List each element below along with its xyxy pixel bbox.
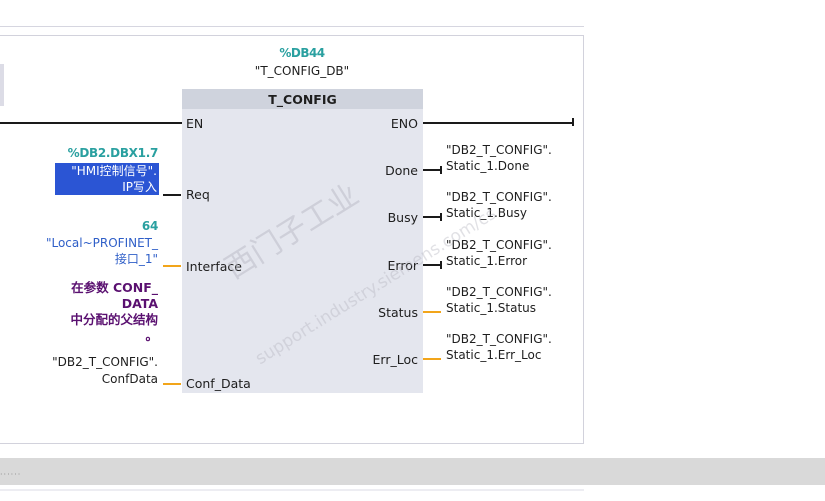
instance-db-name[interactable]: "T_CONFIG_DB"	[254, 64, 350, 78]
interface-operand-value[interactable]: 64	[141, 219, 158, 233]
pin-conf-data[interactable]: Conf_Data	[186, 376, 251, 391]
req-operand-address[interactable]: %DB2.DBX1.7	[67, 146, 159, 160]
conf-data-comment-line2: DATA	[121, 296, 158, 311]
wire-conf-data	[163, 383, 181, 385]
wire-done	[423, 169, 441, 171]
pin-req[interactable]: Req	[186, 187, 210, 202]
conf-data-comment-line4: 。	[145, 328, 158, 343]
busy-operand-line2: Static_1.Busy	[446, 206, 527, 220]
pin-status[interactable]: Status	[378, 305, 418, 320]
done-operand-line1: "DB2_T_CONFIG".	[446, 143, 552, 157]
req-operand-line1: "HMI控制信号".	[55, 163, 159, 179]
top-divider	[0, 26, 584, 27]
conf-data-operand-line1: "DB2_T_CONFIG".	[52, 355, 158, 369]
conf-data-comment: 在参数 CONF_ DATA 中分配的父结构 。	[10, 280, 158, 344]
conf-data-comment-line1: 在参数 CONF_	[71, 280, 158, 295]
function-block-t-config[interactable]	[182, 89, 423, 393]
separator-dots: ······	[0, 470, 22, 479]
pin-interface[interactable]: Interface	[186, 259, 242, 274]
left-rail-segment	[0, 64, 4, 106]
wire-err-loc	[423, 358, 441, 360]
status-operand-line2: Static_1.Status	[446, 301, 536, 315]
conf-data-comment-line3: 中分配的父结构	[70, 312, 158, 327]
pin-error[interactable]: Error	[387, 258, 418, 273]
err-loc-operand-line1: "DB2_T_CONFIG".	[446, 332, 552, 346]
error-operand-line1: "DB2_T_CONFIG".	[446, 238, 552, 252]
done-operand-line2: Static_1.Done	[446, 159, 530, 173]
req-operand[interactable]: "HMI控制信号". IP写入	[55, 163, 159, 195]
wire-error-terminator	[440, 261, 442, 269]
bottom-divider	[0, 489, 584, 491]
wire-status	[423, 311, 441, 313]
conf-data-operand-line2: ConfData	[101, 372, 158, 386]
done-operand[interactable]: "DB2_T_CONFIG". Static_1.Done	[446, 142, 552, 174]
status-operand-line1: "DB2_T_CONFIG".	[446, 285, 552, 299]
pin-busy[interactable]: Busy	[387, 210, 418, 225]
conf-data-operand[interactable]: "DB2_T_CONFIG". ConfData	[10, 355, 158, 386]
pin-en[interactable]: EN	[186, 116, 204, 131]
interface-operand[interactable]: "Local~PROFINET_ 接口_1"	[10, 236, 158, 266]
wire-error	[423, 264, 441, 266]
pin-err-loc[interactable]: Err_Loc	[372, 352, 418, 367]
wire-busy-terminator	[440, 213, 442, 221]
busy-operand[interactable]: "DB2_T_CONFIG". Static_1.Busy	[446, 189, 552, 221]
wire-interface	[163, 265, 181, 267]
wire-eno-terminator	[572, 118, 574, 126]
wire-done-terminator	[440, 166, 442, 174]
network-separator-bar[interactable]	[0, 458, 825, 485]
interface-operand-line1: "Local~PROFINET_	[45, 236, 158, 250]
function-block-title: T_CONFIG	[182, 89, 423, 109]
wire-eno	[423, 122, 573, 124]
err-loc-operand-line2: Static_1.Err_Loc	[446, 348, 542, 362]
error-operand-line2: Static_1.Error	[446, 254, 528, 268]
pin-eno[interactable]: ENO	[390, 116, 418, 131]
wire-busy	[423, 216, 441, 218]
power-rail-wire	[0, 122, 182, 124]
busy-operand-line1: "DB2_T_CONFIG".	[446, 190, 552, 204]
pin-done[interactable]: Done	[385, 163, 418, 178]
status-operand[interactable]: "DB2_T_CONFIG". Static_1.Status	[446, 284, 552, 316]
error-operand[interactable]: "DB2_T_CONFIG". Static_1.Error	[446, 237, 552, 269]
interface-operand-line2: 接口_1"	[114, 252, 158, 266]
wire-req	[163, 194, 181, 196]
req-operand-line2: IP写入	[55, 179, 159, 195]
err-loc-operand[interactable]: "DB2_T_CONFIG". Static_1.Err_Loc	[446, 331, 552, 363]
instance-db-address[interactable]: %DB44	[279, 46, 325, 60]
